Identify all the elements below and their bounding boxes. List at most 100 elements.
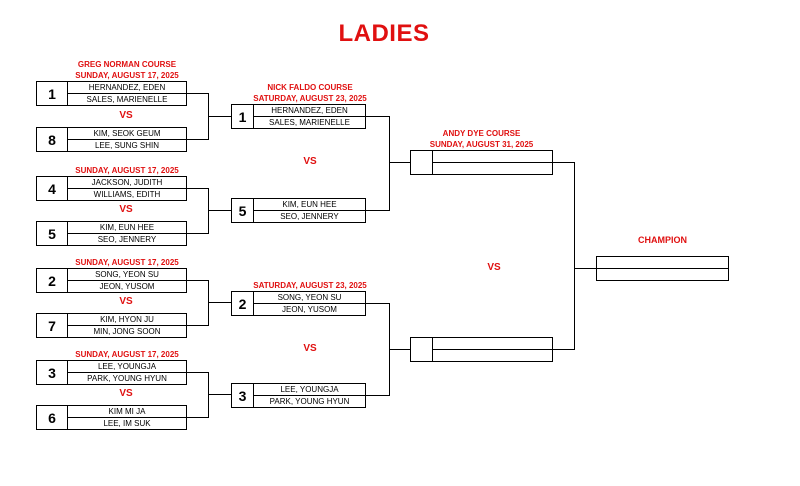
vs-label: VS (303, 343, 317, 354)
player-name: SALES, MARIENELLE (86, 94, 168, 104)
round2-course: NICK FALDO COURSE (267, 83, 353, 92)
bracket-connector (574, 268, 596, 269)
team-slot-seed-8: 8 KIM, SEOK GEUM LEE, SUNG SHIN (36, 127, 187, 152)
seed-number: 3 (232, 384, 254, 407)
player-name: KIM, SEOK GEUM (68, 128, 186, 140)
vs-label: VS (119, 296, 133, 307)
round1-date-3: SUNDAY, AUGUST 17, 2025 (75, 258, 179, 267)
player-name: SEO, JENNERY (97, 234, 157, 244)
team-slot-seed-2: 2 SONG, YEON SU JEON, YUSOM (36, 268, 187, 293)
bracket-connector (553, 162, 575, 163)
seed-number: 2 (232, 292, 254, 315)
semifinal-slot-seed-3: 3 LEE, YOUNGJA PARK, YOUNG HYUN (231, 383, 366, 408)
bracket-connector (208, 116, 231, 117)
final-slot-bottom (410, 337, 553, 362)
seed-number: 4 (37, 177, 68, 200)
vs-label: VS (119, 204, 133, 215)
player-name: HERNANDEZ, EDEN (68, 82, 186, 94)
player-name: KIM, EUN HEE (68, 222, 186, 234)
vs-label: VS (119, 388, 133, 399)
bracket-connector (187, 325, 209, 326)
team-slot-seed-3: 3 LEE, YOUNGJA PARK, YOUNG HYUN (36, 360, 187, 385)
player-name: LEE, IM SUK (103, 418, 151, 428)
player-name: SONG, YEON SU (68, 269, 186, 281)
player-name: KIM, EUN HEE (254, 199, 365, 211)
seed-number: 6 (37, 406, 68, 429)
bracket-connector (187, 93, 209, 94)
round2-date-1: SATURDAY, AUGUST 23, 2025 (253, 94, 367, 103)
seed-number: 5 (232, 199, 254, 222)
player-name (433, 163, 552, 175)
player-name: LEE, SUNG SHIN (94, 140, 159, 150)
vs-label: VS (303, 156, 317, 167)
seed-number: 7 (37, 314, 68, 337)
player-name: SALES, MARIENELLE (269, 117, 350, 127)
bracket-connector (574, 162, 575, 350)
player-name: SEO, JENNERY (280, 211, 339, 221)
seed-number: 1 (37, 82, 68, 105)
bracket-connector (366, 116, 390, 117)
player-name: SONG, YEON SU (254, 292, 365, 304)
bracket-connector (187, 417, 209, 418)
bracket-connector (366, 395, 390, 396)
player-name (433, 350, 552, 362)
player-name: MIN, JONG SOON (93, 326, 161, 336)
bracket-connector (366, 210, 390, 211)
team-slot-seed-4: 4 JACKSON, JUDITH WILLIAMS, EDITH (36, 176, 187, 201)
bracket-connector (389, 349, 410, 350)
round1-date-1: SUNDAY, AUGUST 17, 2025 (75, 71, 179, 80)
semifinal-slot-seed-1: 1 HERNANDEZ, EDEN SALES, MARIENELLE (231, 104, 366, 129)
bracket-connector (208, 280, 209, 326)
bracket-connector (208, 372, 209, 418)
round1-course: GREG NORMAN COURSE (77, 60, 177, 69)
champion-slot (596, 256, 729, 281)
bracket-connector (208, 210, 231, 211)
bracket-connector (208, 302, 231, 303)
player-name: PARK, YOUNG HYUN (87, 373, 167, 383)
semifinal-slot-seed-2: 2 SONG, YEON SU JEON, YUSOM (231, 291, 366, 316)
player-name (433, 338, 552, 350)
player-name: WILLIAMS, EDITH (93, 189, 161, 199)
player-name: JACKSON, JUDITH (68, 177, 186, 189)
seed-number: 3 (37, 361, 68, 384)
seed-number (411, 338, 433, 361)
seed-number: 1 (232, 105, 254, 128)
round1-date-4: SUNDAY, AUGUST 17, 2025 (75, 350, 179, 359)
seed-number: 5 (37, 222, 68, 245)
player-name: KIM MI JA (68, 406, 186, 418)
player-name: LEE, YOUNGJA (254, 384, 365, 396)
vs-label: VS (487, 262, 501, 273)
player-name (433, 151, 552, 163)
vs-label: VS (119, 110, 133, 121)
round1-date-2: SUNDAY, AUGUST 17, 2025 (75, 166, 179, 175)
bracket-connector (187, 280, 209, 281)
final-slot-top (410, 150, 553, 175)
champion-label: CHAMPION (638, 235, 687, 245)
round2-date-2: SATURDAY, AUGUST 23, 2025 (253, 281, 367, 290)
seed-number (411, 151, 433, 174)
bracket-connector (553, 349, 575, 350)
bracket-connector (187, 372, 209, 373)
player-name: JEON, YUSOM (99, 281, 155, 291)
bracket-connector (208, 394, 231, 395)
seed-number: 2 (37, 269, 68, 292)
bracket-connector (366, 303, 390, 304)
team-slot-seed-6: 6 KIM MI JA LEE, IM SUK (36, 405, 187, 430)
bracket-connector (187, 233, 209, 234)
bracket-connector (187, 188, 209, 189)
bracket-connector (208, 188, 209, 234)
player-name: JEON, YUSOM (282, 304, 337, 314)
player-name: HERNANDEZ, EDEN (254, 105, 365, 117)
bracket-connector (389, 162, 410, 163)
semifinal-slot-seed-5: 5 KIM, EUN HEE SEO, JENNERY (231, 198, 366, 223)
page-title: LADIES (338, 20, 430, 47)
team-slot-seed-1: 1 HERNANDEZ, EDEN SALES, MARIENELLE (36, 81, 187, 106)
final-course: ANDY DYE COURSE (442, 129, 521, 138)
bracket-connector (389, 116, 390, 211)
team-slot-seed-7: 7 KIM, HYON JU MIN, JONG SOON (36, 313, 187, 338)
seed-number: 8 (37, 128, 68, 151)
player-name (597, 257, 728, 269)
player-name (597, 269, 728, 281)
final-date: SUNDAY, AUGUST 31, 2025 (429, 140, 534, 149)
team-slot-seed-5: 5 KIM, EUN HEE SEO, JENNERY (36, 221, 187, 246)
